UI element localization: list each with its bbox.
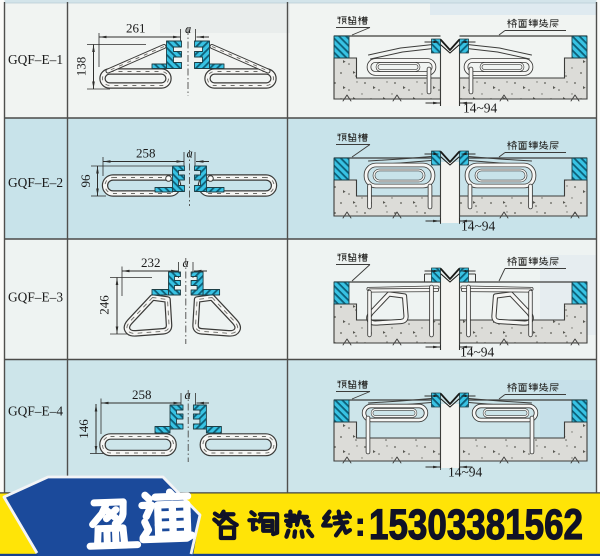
svg-text:146: 146: [76, 419, 91, 439]
svg-text:GQF–E–1: GQF–E–1: [8, 52, 63, 67]
svg-text:258: 258: [132, 387, 152, 402]
svg-text:232: 232: [141, 255, 161, 270]
svg-text:261: 261: [126, 21, 146, 36]
svg-text:14~94: 14~94: [460, 345, 495, 360]
svg-text:14~94: 14~94: [448, 465, 483, 480]
svg-text:246: 246: [97, 295, 112, 315]
svg-text:138: 138: [74, 57, 89, 77]
svg-text:a: a: [185, 388, 191, 402]
svg-text:15303381562: 15303381562: [369, 501, 583, 549]
svg-text:GQF–E–3: GQF–E–3: [8, 290, 63, 305]
svg-text:GQF–E–4: GQF–E–4: [8, 404, 63, 419]
svg-text:GQF–E–2: GQF–E–2: [8, 175, 63, 190]
svg-text:14~94: 14~94: [461, 219, 496, 234]
svg-text:96: 96: [78, 174, 93, 188]
svg-text:14~94: 14~94: [463, 101, 498, 116]
svg-text:258: 258: [136, 146, 156, 161]
